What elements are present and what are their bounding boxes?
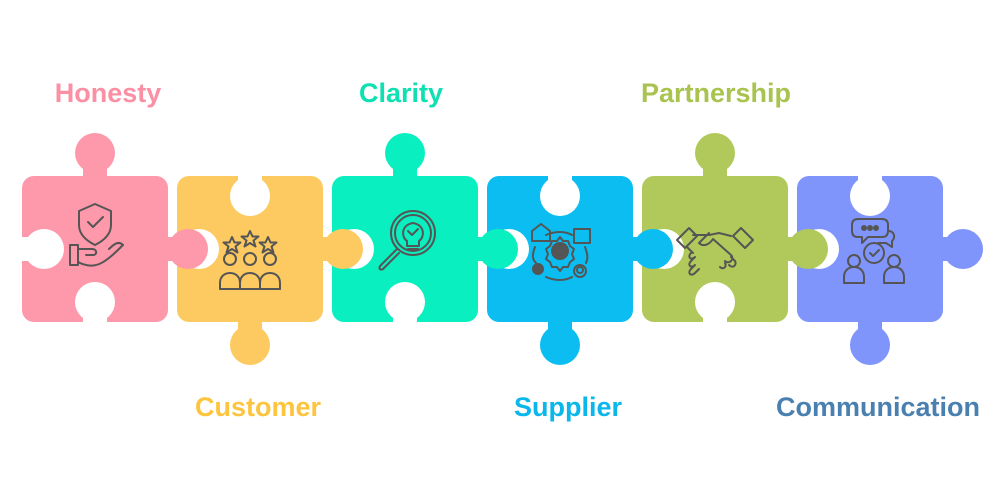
label-customer: Customer [194,392,322,422]
puzzle-tab [321,229,363,269]
label-partnership: Partnership [640,78,792,108]
puzzle-piece-honesty [20,133,168,324]
supply-chain-icon [531,223,591,281]
puzzle-piece-customer [175,174,323,365]
handshake-icon [676,227,754,276]
puzzle-piece-partnership [640,133,788,324]
customer-rating-icon [219,230,281,290]
magnifier-bulb-icon [378,210,436,271]
shield-hand-icon [69,203,124,267]
communication-icon [843,218,905,284]
label-honesty: Honesty [54,78,162,108]
label-clarity: Clarity [358,78,444,108]
puzzle-tab [786,229,828,269]
puzzle-piece-communication [795,174,943,365]
label-supplier: Supplier [513,392,623,422]
puzzle-tab [631,229,673,269]
label-communication: Communication [775,392,981,422]
puzzle-tab [941,229,983,269]
puzzle-tab [476,229,518,269]
puzzle-tab [166,229,208,269]
